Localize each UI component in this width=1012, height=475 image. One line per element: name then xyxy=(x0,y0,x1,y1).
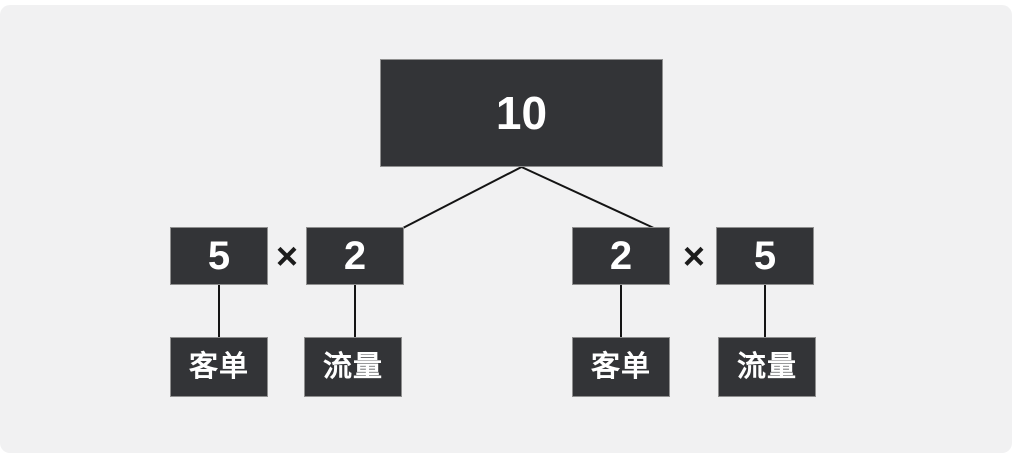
left-branch-factor1-node: 5 xyxy=(170,227,268,285)
left-branch-label1-node: 客单 xyxy=(170,337,268,397)
right-branch-label2-node: 流量 xyxy=(718,337,816,397)
left-branch-multiply-sign: × xyxy=(275,236,299,278)
left-branch-factor2-node: 2 xyxy=(306,227,404,285)
left-branch-label2-node: 流量 xyxy=(304,337,402,397)
root-total-node: 10 xyxy=(380,59,663,167)
right-branch-label1-node: 客单 xyxy=(572,337,670,397)
right-branch-multiply-sign: × xyxy=(682,236,706,278)
right-branch-factor2-node: 5 xyxy=(716,227,814,285)
right-branch-factor1-node: 2 xyxy=(572,227,670,285)
